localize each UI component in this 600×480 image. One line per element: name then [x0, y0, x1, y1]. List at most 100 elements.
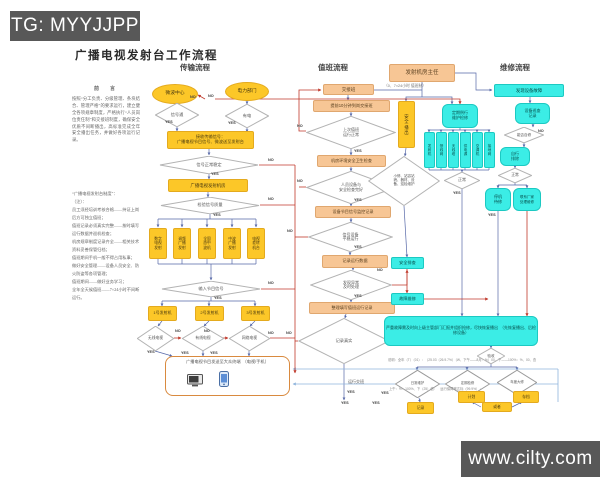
label-yes-1: YES: [165, 120, 173, 124]
label-no-6: NO: [175, 329, 181, 333]
label-note-1: 说明：全年（T）（01）：（25.03（26.9.7%）（W、下午——8月：%）…: [388, 358, 537, 362]
label-yes-4: YES: [213, 213, 221, 217]
label-no-8: NO: [268, 331, 274, 335]
flow-edge-15: [162, 297, 255, 302]
node-duty-log: 整理填写值班运行记录: [309, 302, 395, 314]
label-yes-8: YES: [210, 351, 218, 355]
node-tx-4: 中波 广播 发射: [223, 228, 241, 259]
flow-edge-22: [154, 350, 173, 357]
page-title: 广播电视发射台工作流程: [75, 50, 218, 62]
node-equip-patrol: 设备巡查 记录: [515, 103, 550, 124]
label-no-9: NO: [297, 124, 303, 128]
node-fault-found: 发现设备故障: [494, 84, 564, 97]
dec-duty-misc: 小修、站容站 貌、器材、设 备、巡检维护: [368, 156, 440, 206]
node-tx-2: 调频 广播 发射: [173, 228, 191, 259]
dec-wireless-tv: 无线电视: [137, 326, 174, 351]
node-power-dept: 电力部门: [225, 82, 269, 101]
sidebar-note-line-7: 值班期间——做好业务学习；: [72, 278, 127, 284]
dec-signal-through: 信号通: [155, 103, 199, 127]
sidebar-note-line-4: 机房规章制度记录齐全——相关技术资料妥善保管归档；: [72, 238, 140, 252]
dec-acceptance: 验收: [477, 348, 505, 364]
node-chk-3: 天 线 塔: [448, 132, 459, 168]
node-safe-broadcast: 安 全 播 出: [398, 101, 415, 148]
label-yes-7: YES: [181, 351, 189, 355]
label-yes-15: YES: [372, 401, 380, 405]
label-yes-11: YES: [354, 245, 362, 249]
node-chk-2: 馈 线 网: [436, 132, 447, 168]
label-no-11: NO: [287, 229, 293, 233]
node-run-data: 记录运行数据: [322, 255, 388, 268]
flow-edge-20: [203, 320, 210, 327]
node-or-box: 或者: [482, 402, 512, 412]
node-chk-5: 空 调 机: [472, 132, 483, 168]
section-duty: 值班流程: [318, 63, 348, 72]
node-major-fault: 严重故障需及时向上级主管部门汇报并组织抢修，尽快恢复播出 （先恢复播出、后检修设…: [384, 316, 538, 346]
flow-edge-42: [403, 205, 409, 258]
label-no-13: NO: [286, 331, 292, 335]
watermark-telegram-text: TG: MYYJJPP: [11, 15, 139, 36]
flow-edge-80: [298, 88, 322, 132]
node-tx-5: 电视 差转 机台: [247, 228, 265, 259]
sidebar-paragraph: 按照“分工负责、分级管理、条块结合、管理严格”的要求运行，建立健全各项规章制度，…: [72, 96, 140, 143]
flow-edge-21: [249, 320, 256, 327]
label-no-10: NO: [297, 179, 303, 183]
label-yes-2: YES: [228, 121, 236, 125]
label-no-4: NO: [268, 197, 274, 201]
node-room-check: 机房环境安全卫生检查: [317, 155, 386, 167]
label-yes-6: YES: [147, 350, 155, 354]
label-no-5: NO: [268, 281, 274, 285]
node-transmitter-3: 3号发射机: [241, 306, 270, 321]
node-stop-repair: 停机 待修: [485, 188, 511, 211]
flow-edge-43: [429, 128, 489, 131]
label-duty-247: （0、7×24小时 值班制）: [384, 84, 427, 88]
tv-icon: [187, 374, 203, 387]
label-yes-17: YES: [488, 213, 496, 217]
flow-edge-50: [428, 168, 490, 171]
sidebar-notes: “广播电视发射台制度”：（注）：员工须经培训考核合格——持证上岗后方可独立值班；…: [72, 190, 142, 302]
sidebar-note-line-2: 员工须经培训考核合格——持证上岗后方可独立值班；: [72, 206, 140, 220]
label-note-2: 上午：%：100%、下（25）值： 运行保障率达标（99.9%）：: [389, 387, 483, 391]
label-yes-16: YES: [453, 191, 461, 195]
phone-icon: [219, 371, 229, 387]
flow-edge-39: [455, 72, 493, 92]
label-no-14: NO: [538, 129, 544, 133]
node-safety-screen: 安全排查: [391, 257, 424, 269]
dec-signal-stable: 信号正常稳定: [159, 156, 259, 174]
label-yes-12: YES: [354, 294, 362, 298]
label-yes-18: YES: [381, 391, 389, 395]
flow-edge-65: [418, 397, 421, 403]
label-yes-9: YES: [354, 149, 362, 153]
label-no-1: NO: [190, 95, 196, 99]
sidebar-note-line-1: （注）：: [72, 198, 87, 204]
label-yes-3: YES: [211, 172, 219, 176]
flow-edge-38: [422, 96, 454, 105]
dec-record-true: 记录真实: [298, 318, 390, 364]
dec-normal: 正常: [498, 168, 532, 183]
node-log-box: 记录: [407, 402, 434, 414]
dec-daily-maint: 日常维护: [395, 370, 440, 398]
sidebar-note-line-6: 做好安全管理——设备人员安全、防火防盗等各项管理；: [72, 262, 140, 276]
node-tx-1: 数字 电视 发射: [149, 228, 167, 259]
flow-edge-34: [344, 313, 347, 319]
flow-edge-56: [498, 183, 527, 186]
sidebar-heading: 前 言: [93, 86, 118, 92]
node-call-vendor: 联系厂家 处理维修: [513, 188, 541, 211]
label-shift-out: 运行交班: [348, 379, 364, 384]
dec-input-signal: 输入节目信号: [161, 281, 261, 297]
label-no-2: NO: [208, 94, 214, 98]
flow-edge-41: [403, 147, 407, 157]
dec-abnormal: 发现异常 及时处理: [310, 270, 392, 300]
dec-self-fix: 能否自修: [504, 127, 544, 143]
flow-edge-13: [157, 259, 257, 265]
node-archive-box: 存档: [513, 391, 539, 403]
watermark-telegram: TG: MYYJJPP: [10, 11, 140, 41]
watermark-website: www.cilty.com: [461, 441, 600, 477]
sidebar-note-line-5: 值班期间手机一般不得占用私事；: [72, 254, 135, 260]
label-no-12: NO: [377, 268, 383, 272]
node-transmitter-2: 2号发射机: [195, 306, 224, 321]
section-transmission: 传输流程: [180, 63, 210, 72]
label-no-3: NO: [268, 158, 274, 162]
